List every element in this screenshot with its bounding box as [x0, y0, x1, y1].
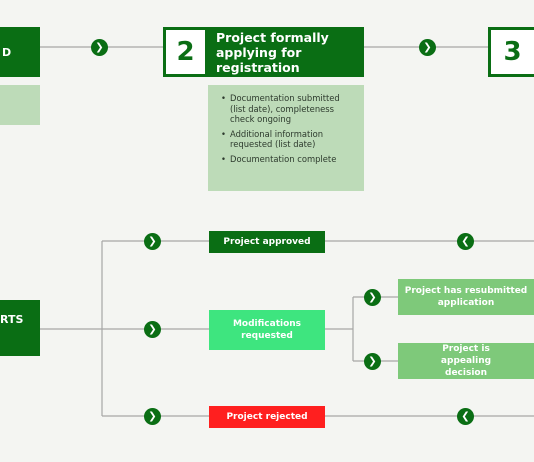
step1-box: D [0, 27, 40, 77]
chevron-left-icon: ❮ [457, 408, 474, 425]
step1-details-box [0, 85, 40, 125]
step2-title-box: Project formally applying for registrati… [208, 27, 364, 77]
outcome-modifications: Modifications requested [209, 310, 325, 350]
chevron-left-icon: ❮ [457, 233, 474, 250]
step2-title: Project formally applying for registrati… [216, 29, 329, 75]
step1-label: D [2, 45, 12, 59]
outcome-approved: Project approved [209, 231, 325, 253]
list-item: Documentation complete [221, 154, 356, 165]
results-label: RTS [0, 313, 24, 326]
outcome-resubmitted: Project has resubmitted application [398, 279, 534, 315]
step2-details-box: Documentation submitted (list date), com… [208, 85, 364, 191]
chevron-right-icon: ❯ [419, 39, 436, 56]
chevron-right-icon: ❯ [364, 289, 381, 306]
chevron-right-icon: ❯ [144, 233, 161, 250]
outcome-rejected: Project rejected [209, 406, 325, 428]
chevron-right-icon: ❯ [144, 321, 161, 338]
results-box: RTS [0, 300, 40, 356]
chevron-right-icon: ❯ [364, 353, 381, 370]
chevron-right-icon: ❯ [91, 39, 108, 56]
step2-details-list: Documentation submitted (list date), com… [216, 93, 356, 165]
step2-number: 2 [163, 27, 208, 77]
list-item: Additional information requested (list d… [221, 129, 356, 150]
chevron-right-icon: ❯ [144, 408, 161, 425]
list-item: Documentation submitted (list date), com… [221, 93, 356, 125]
outcome-appealing: Project is appealing decision [398, 343, 534, 379]
step3-number: 3 [488, 27, 534, 77]
